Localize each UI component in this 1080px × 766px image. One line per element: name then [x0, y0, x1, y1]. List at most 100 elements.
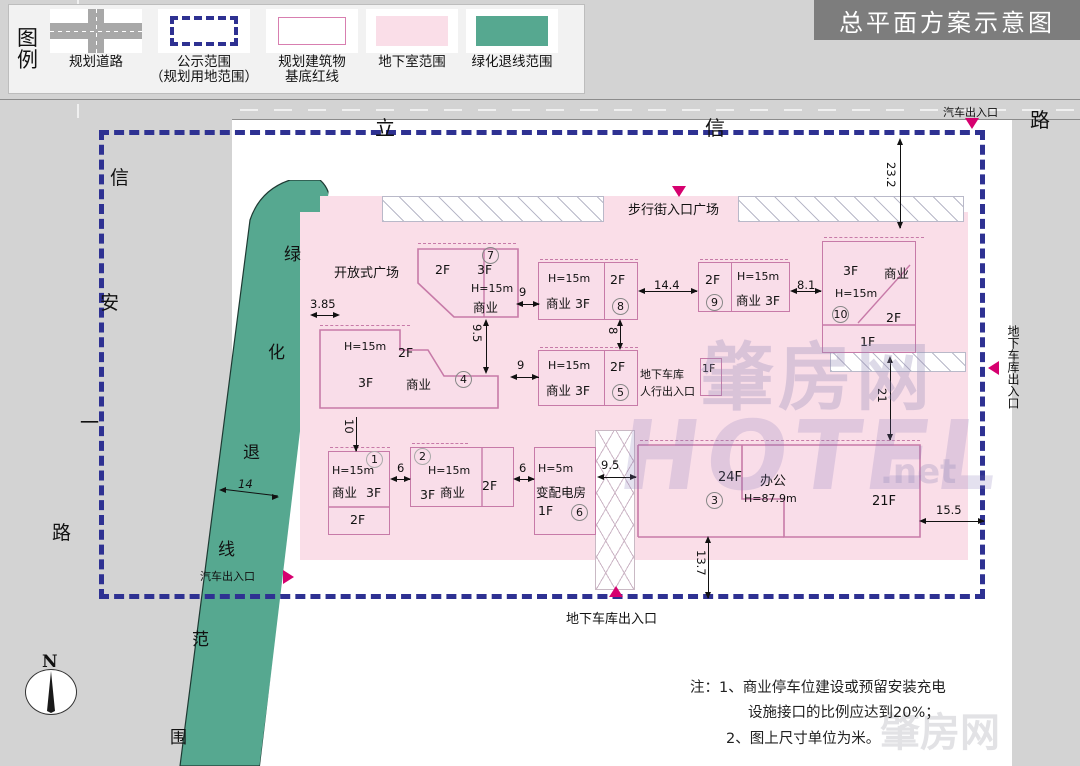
note-line-3: 2、图上尺寸单位为米。 [726, 730, 881, 747]
north-road-label-right: 路 [1030, 108, 1050, 132]
footprint-guide-4 [320, 325, 410, 326]
dim-21-arrow-up [887, 356, 893, 363]
building-8-divider [604, 262, 638, 320]
west-road-label-2: 安 [100, 292, 120, 314]
green-fill-icon [466, 9, 558, 53]
north-road-label-mid: 信 [705, 116, 725, 140]
open-plaza-label: 开放式广场 [334, 266, 400, 281]
planned-road-icon [50, 9, 142, 53]
dim-6-right-arrow-right [528, 476, 535, 482]
footprint-guide-10 [824, 237, 924, 238]
dim-9-top-line [519, 304, 539, 305]
legend-item-planned-road: 规划道路 [46, 9, 146, 89]
green-belt-label-5: 范 [192, 630, 209, 650]
garage-pedestrian-entrance-box[interactable] [700, 358, 722, 396]
building-4-height: H=15m [344, 340, 387, 353]
dim-21-line [890, 360, 891, 440]
building-8-height: H=15m [548, 272, 591, 285]
dim-9-5-h-arrow-left [597, 474, 604, 480]
building-5-divider [604, 350, 638, 406]
site-boundary-dashed [99, 130, 985, 599]
dim-9-5-h-arrow-right [630, 474, 637, 480]
legend-label-basement-scope: 地下室范围 [378, 54, 446, 70]
building-10-use: 商业 [884, 266, 910, 281]
garage-entrance-east-marker [988, 361, 999, 375]
building-5-shape[interactable] [538, 350, 638, 406]
dim-15-5-label: 15.5 [936, 503, 962, 517]
building-1-floor-2f: 2F [350, 512, 366, 527]
dim-9-mid-label: 9 [517, 358, 525, 372]
footprint-guide-5 [540, 347, 638, 348]
dim-3-85-label: 3.85 [310, 297, 336, 311]
building-8-floor-2f: 2F [610, 272, 626, 287]
dim-6-right-line [516, 479, 534, 480]
dim-13-7-label: 13.7 [694, 550, 708, 576]
building-8-use: 商业 3F [546, 296, 591, 311]
legend-item-basement-scope: 地下室范围 [362, 9, 462, 89]
building-9-floor-2f: 2F [705, 272, 721, 287]
building-10-floor-1f: 1F [860, 334, 876, 349]
garage-pedestrian-entrance-floor: 1F [702, 362, 716, 375]
building-7-height: H=15m [471, 282, 514, 295]
dim-8-vert-arrow-down [617, 343, 623, 350]
building-10-height: H=15m [835, 287, 878, 300]
building-2-height: H=15m [428, 464, 471, 477]
building-6-use: 变配电房 [536, 485, 587, 500]
building-5-number: 5 [612, 384, 629, 401]
dim-10-label: 10 [342, 419, 356, 434]
garage-entrance-east-label: 地下车库出入口 [1006, 325, 1020, 409]
dim-9-5-vert-arrow-down [483, 367, 489, 374]
dim-13-7-arrow-up [705, 536, 711, 543]
dim-9-5-vert-line [486, 322, 487, 372]
dim-13-7-arrow-down [705, 592, 711, 599]
building-9-divider [698, 262, 732, 312]
building-3-shape[interactable] [636, 443, 922, 539]
legend-label-public-notice-scope: 公示范围 （规划用地范围） [150, 54, 258, 85]
building-6-floor-1f: 1F [538, 503, 554, 518]
building-2-floor-2f: 2F [482, 478, 498, 493]
building-4-floor-3f: 3F [358, 375, 374, 390]
footprint-guide-9 [700, 259, 788, 260]
pedestrian-hatch-band-left [382, 196, 604, 222]
building-7-floor-3f: 3F [477, 262, 493, 277]
building-1-use: 商业 [332, 485, 358, 500]
basement-fill-icon [366, 9, 458, 53]
legend-item-building-redline: 规划建筑物 基底红线 [262, 9, 362, 89]
footprint-guide-3 [640, 440, 920, 441]
garage-pedestrian-entrance-label-1: 地下车库 [640, 368, 684, 381]
pedestrian-street-entrance-marker [672, 186, 686, 197]
footprint-guide-7 [418, 243, 516, 244]
vehicle-entrance-west-marker [283, 570, 294, 584]
green-setback-band [179, 180, 332, 766]
dim-8-vert-line [620, 322, 621, 348]
north-road-botline [232, 119, 1080, 120]
building-4-number: 4 [455, 371, 472, 388]
dim-23-2-label: 23.2 [884, 162, 898, 188]
building-3-floor-21f: 21F [872, 494, 897, 509]
dim-9-top-arrow-left [516, 301, 523, 307]
dim-8-vert-arrow-up [617, 319, 623, 326]
footprint-guide-1 [330, 447, 390, 448]
dim-14-green-arrow-left [219, 487, 226, 493]
garage-pedestrian-entrance-label-2: 人行出入口 [640, 385, 695, 398]
dim-21-label: 21 [875, 388, 889, 403]
compass-north-label: N [42, 652, 58, 672]
legend-panel: 图 例 规划道路 公示范围 （规划用地范围） 规划建筑物 基底红线 [8, 4, 585, 94]
building-5-use: 商业 3F [546, 383, 591, 398]
legend-item-green-setback: 绿化退线范围 [462, 9, 562, 89]
building-6-shape[interactable] [534, 447, 596, 535]
building-9-height: H=15m [737, 270, 780, 283]
drawing-title: 总平面方案示意图 [814, 0, 1080, 40]
building-4-shape[interactable] [318, 328, 500, 410]
building-2-floor-3f: 3F [420, 487, 436, 502]
building-2-use: 商业 [440, 485, 466, 500]
dim-9-top-label: 9 [519, 285, 527, 299]
dim-8-1-arrow-left [790, 288, 797, 294]
dim-23-2-line [900, 142, 901, 228]
dim-13-7-line [708, 540, 709, 598]
compass-needle [47, 671, 55, 713]
ramp-hatch-band-right [830, 352, 966, 372]
notes-block: 注：1、商业停车位建设或预留安装充电 设施接口的比例应达到20%； 2、图上尺寸… [690, 676, 946, 752]
building-2-number: 2 [414, 448, 431, 465]
legend-label-planned-road: 规划道路 [69, 54, 123, 70]
